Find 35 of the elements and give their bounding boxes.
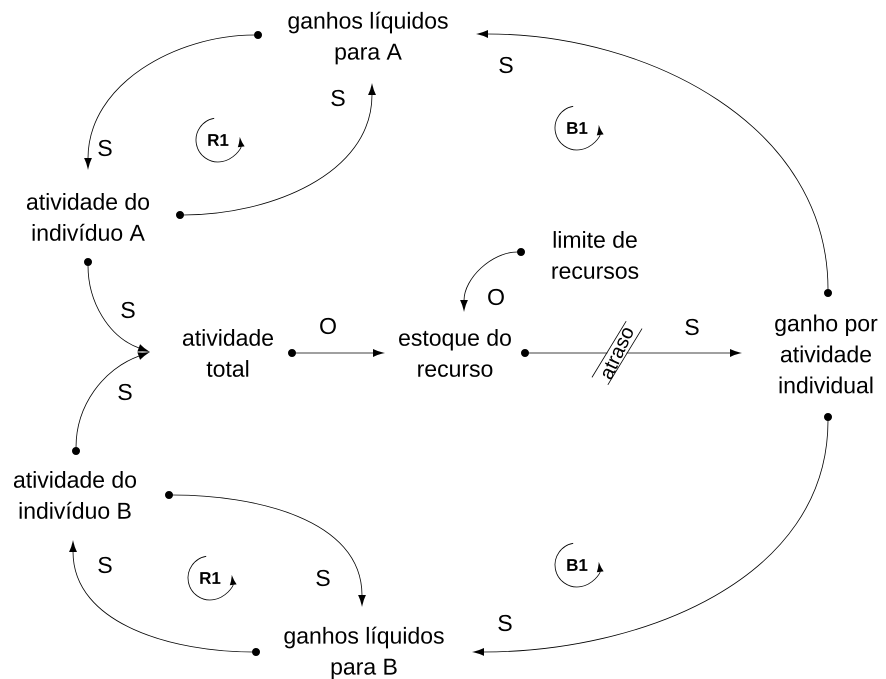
polarity-label: S (498, 614, 512, 632)
loop-label: B1 (567, 559, 588, 571)
causal-arrow (473, 412, 832, 656)
variable-label: atividade do indivíduo B (14, 471, 136, 519)
causal-arrow (288, 348, 384, 357)
polarity-label: S (98, 556, 112, 574)
causal-arrow (84, 258, 149, 352)
polarity-label: S (121, 302, 135, 318)
variable-label: atividade do indivíduo A (26, 193, 150, 241)
causal-arrow (521, 348, 741, 357)
polarity-label: S (98, 140, 112, 156)
loop-label: R1 (208, 134, 228, 146)
loop-label: B1 (567, 122, 588, 134)
polarity-label: S (499, 56, 513, 74)
causal-arrow (69, 541, 260, 656)
causal-arrow (84, 30, 262, 169)
causal-arrow (477, 30, 832, 297)
variable-label: limite de recursos (552, 231, 638, 279)
causal-arrow (72, 352, 149, 455)
causal-arrow (176, 84, 376, 219)
polarity-label: S (331, 90, 345, 106)
variable-label: ganho por atividade individual (775, 314, 878, 394)
polarity-label: S (685, 318, 699, 336)
variable-label: ganhos líquidos para A (288, 12, 448, 64)
variable-label: ganhos líquidos para B (284, 626, 444, 679)
polarity-label: O (320, 318, 336, 334)
polarity-label: S (316, 570, 330, 586)
loop-label: R1 (200, 572, 220, 584)
causal-arrow (460, 248, 525, 311)
causal-arrow (165, 490, 366, 606)
variable-label: atividade total (182, 329, 273, 377)
polarity-label: S (118, 384, 132, 400)
variable-label: estoque do recurso (399, 329, 511, 377)
polarity-label: O (488, 288, 504, 306)
delay-mark: atraso (592, 320, 642, 386)
